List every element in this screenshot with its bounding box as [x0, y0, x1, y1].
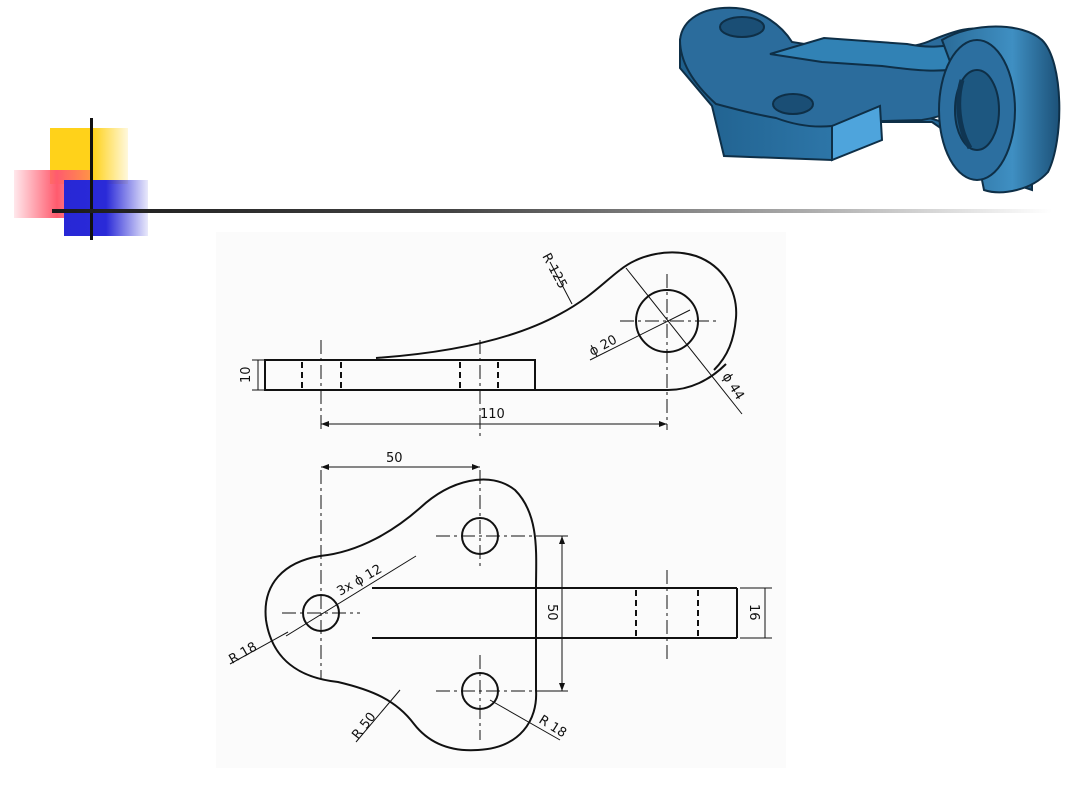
dim-boss-phi44: ϕ 44 [719, 370, 747, 403]
accent-blue-square [64, 180, 148, 236]
dim-width-16: 16 [746, 604, 761, 621]
dim-r50: R 50 [349, 710, 379, 743]
dim-spacing-50: 50 [544, 604, 559, 621]
dim-r18-left: R 18 [227, 640, 260, 668]
dim-holes-3x12: 3x ϕ 12 [335, 562, 385, 600]
dim-r18-right: R 18 [536, 713, 569, 741]
title-rule [52, 209, 1052, 213]
elevation-view [252, 251, 743, 440]
dim-hole-phi20: ϕ 20 [587, 333, 620, 360]
dim-r125: R 125 [538, 251, 569, 292]
dim-thickness-10: 10 [239, 366, 254, 383]
plan-view [229, 464, 772, 752]
accent-vertical-line [90, 118, 93, 240]
part-3d-render [678, 6, 1061, 194]
dim-offset-50: 50 [386, 451, 403, 466]
dim-length-110: 110 [480, 407, 505, 422]
